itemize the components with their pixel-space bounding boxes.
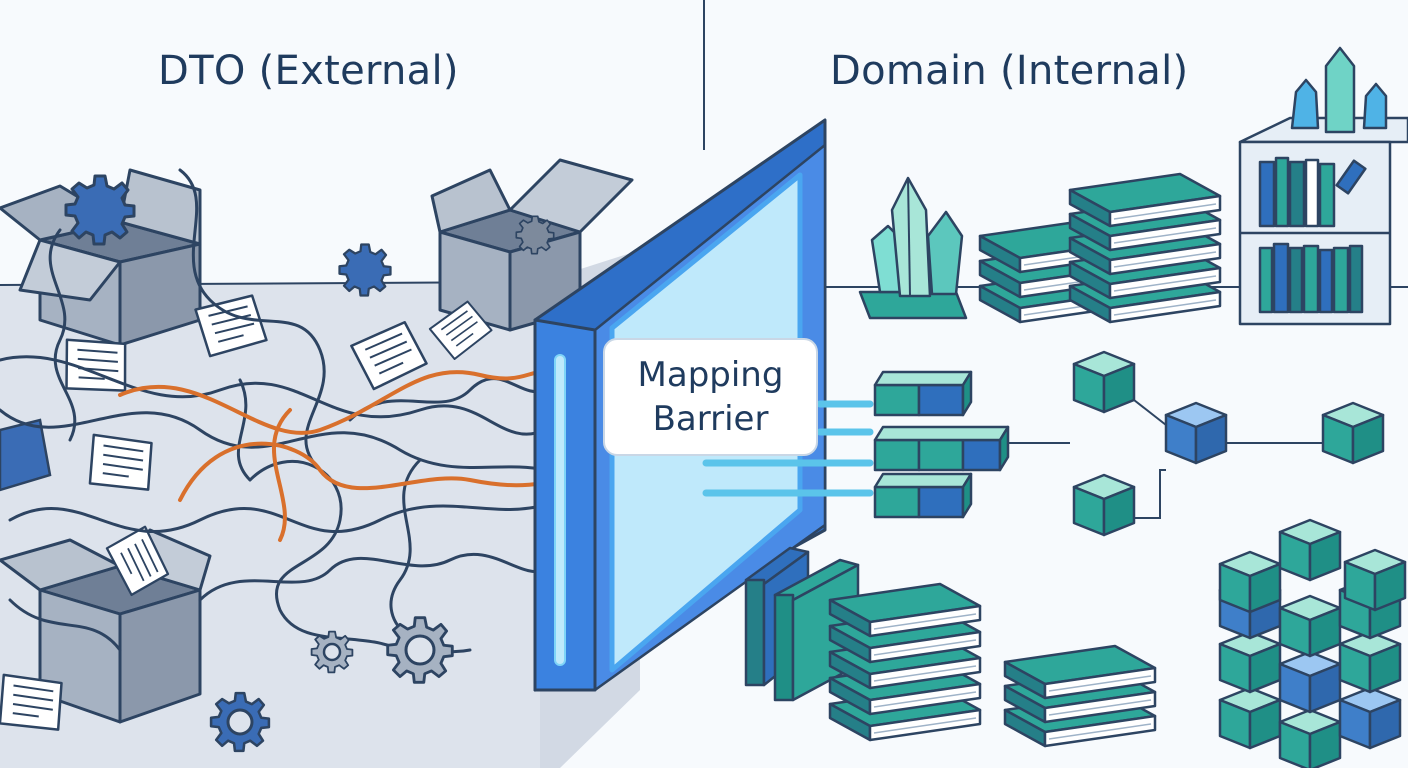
mapped-block-row [873,370,1010,519]
gear-icon [64,174,136,246]
gear-icon [515,215,555,255]
bookshelf-icon [1238,116,1408,326]
paper-document-icon [57,332,135,400]
orange-cable-icon [118,369,547,542]
dto-external-title: DTO (External) [158,48,459,94]
barrier-label-line-2: Barrier [652,399,769,439]
gear-icon [338,243,392,297]
book-stack-icon [828,582,982,742]
open-box-icon [0,168,202,347]
crystal-cluster-icon [858,176,968,320]
open-box-icon [430,158,634,332]
node-connectors [1008,399,1323,519]
book-stack-icon [1003,644,1157,748]
tangled-cable-icon [0,168,547,653]
mapping-arrow-lines [702,400,874,497]
book-stack-icon [1068,172,1222,324]
mapping-barrier-label: Mapping Barrier [603,338,818,456]
crystal-icon [1290,46,1388,134]
domain-internal-title: Domain (Internal) [830,48,1189,94]
block-stack-icon [1218,518,1407,768]
barrier-label-line-1: Mapping [637,355,784,395]
